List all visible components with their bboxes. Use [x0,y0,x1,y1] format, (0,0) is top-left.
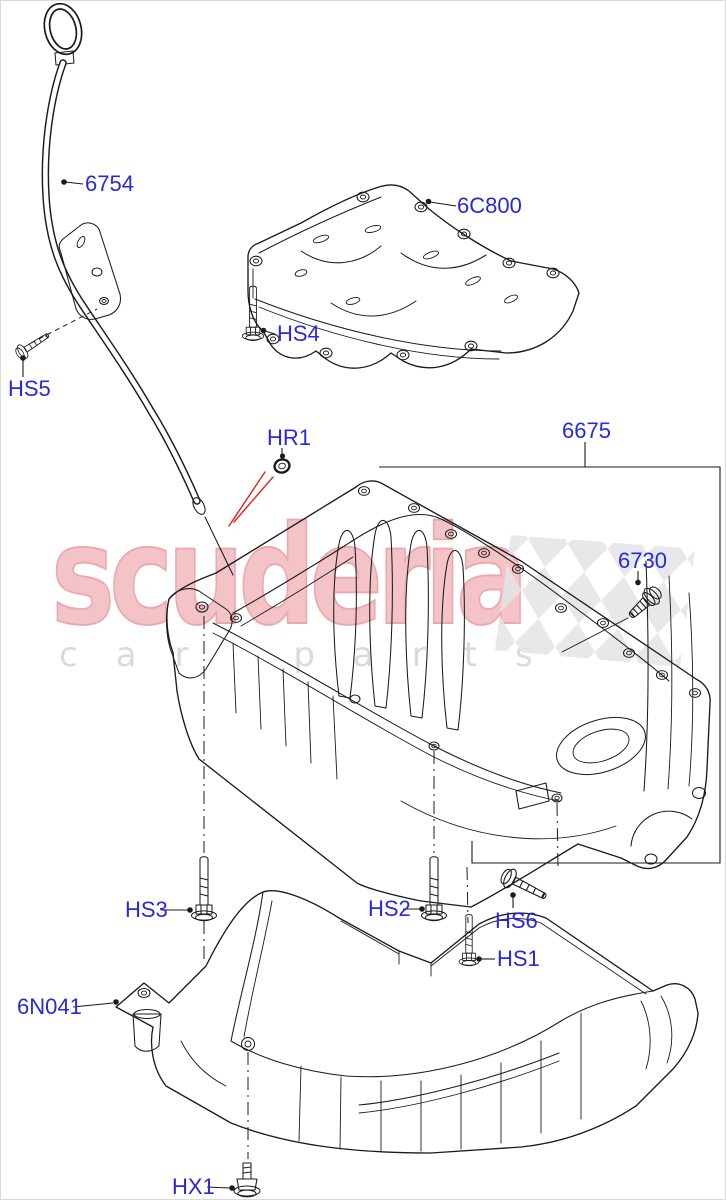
callout-hs6: HS6 [495,908,538,933]
oring-hr1 [273,458,291,474]
callout-hx1: HX1 [172,1174,215,1199]
leader-lines [20,179,721,1191]
callout-6n041: 6N041 [17,994,82,1019]
bolt-hs5 [12,328,53,362]
callout-6675: 6675 [562,418,611,443]
watermark-checker-flag [495,535,695,667]
callout-hs5: HS5 [8,376,51,401]
drain-plug-hx1 [233,1162,261,1198]
callout-6754: 6754 [85,171,134,196]
bolt-hs4 [241,268,265,341]
callout-hs2: HS2 [368,896,411,921]
callout-hs3: HS3 [125,897,168,922]
lower-oil-pan-drawing [115,890,699,1154]
oil-level-plug-6730 [561,582,666,653]
watermark-brand: scuderia [50,498,529,656]
bolt-hs3 [190,856,218,922]
bolt-hs1 [458,914,480,967]
callout-hs1: HS1 [497,946,540,971]
callout-6730: 6730 [618,548,667,573]
baffle-plate-drawing [247,184,580,369]
bolt-hs2 [420,856,448,922]
bolt-hs6 [497,865,551,907]
dipstick-drawing [41,2,234,576]
callout-hs4: HS4 [277,321,320,346]
upper-oil-pan-drawing [166,480,711,908]
callout-6c800: 6C800 [457,193,522,218]
callout-hr1: HR1 [267,425,312,450]
